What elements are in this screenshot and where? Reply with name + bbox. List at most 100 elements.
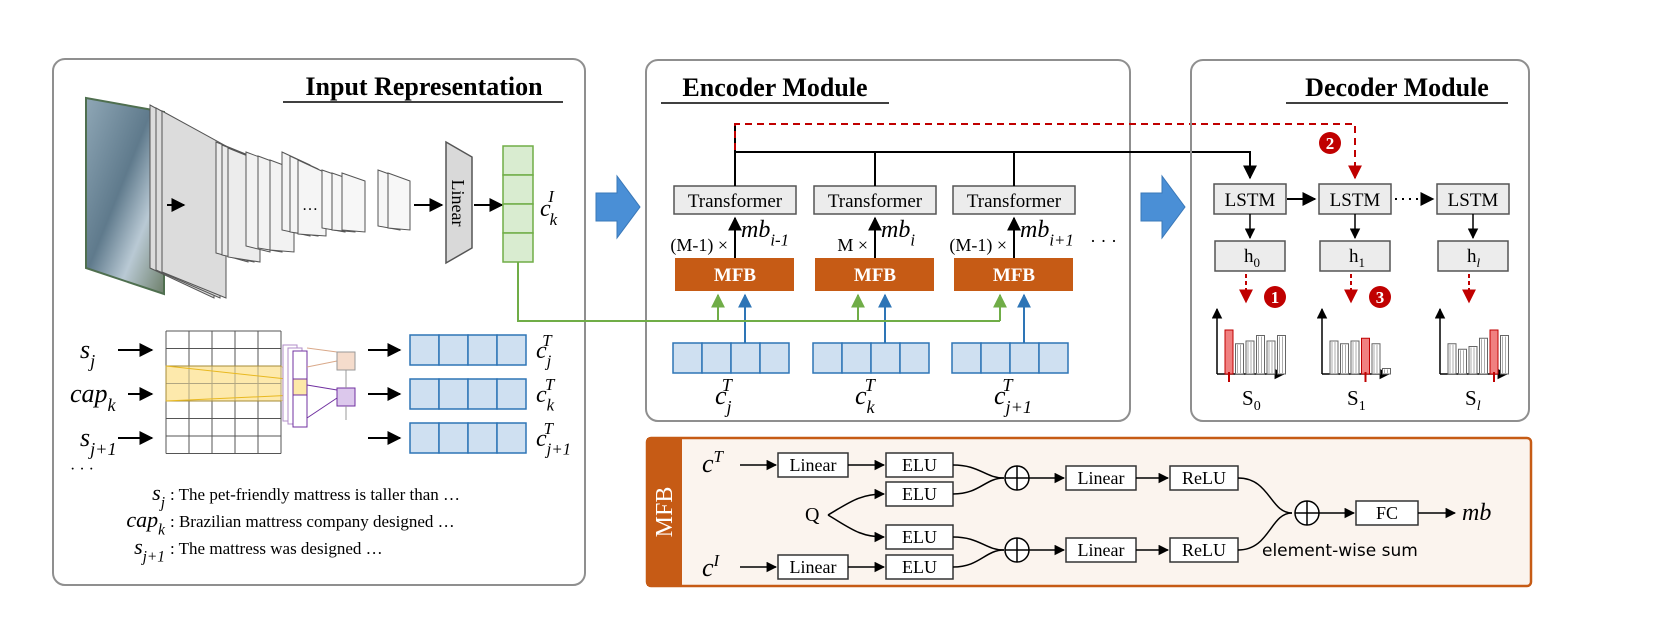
cnn-dots: … xyxy=(302,197,318,214)
probability-bar xyxy=(1458,348,1467,375)
text-feature-vector xyxy=(409,422,527,454)
pool-line xyxy=(306,360,338,368)
mfb-linear-box-label: Linear xyxy=(1078,540,1125,560)
visual-feature-vector: ckI xyxy=(502,145,558,263)
probability-bar xyxy=(1468,346,1478,375)
encoder-input-label-base: c xyxy=(855,381,867,410)
selected-sentence-base: S xyxy=(1242,386,1254,410)
selected-sentence-bar xyxy=(1489,329,1499,375)
decoder-panel-frame xyxy=(1190,59,1530,422)
sentence-label: sj xyxy=(152,480,165,512)
step-badge-2 xyxy=(1319,132,1341,154)
vector-cell xyxy=(759,342,790,374)
encoder-text-vector xyxy=(812,342,930,374)
mfb-cT-label: cT xyxy=(702,447,725,478)
mfb-final-merge xyxy=(1237,512,1293,551)
pool-line xyxy=(306,384,338,391)
row-label-base: s xyxy=(80,335,90,364)
sentence-label-sub: k xyxy=(158,522,166,539)
text-feature-label-base: c xyxy=(536,426,547,452)
probability-bar xyxy=(1277,335,1286,375)
step-badge-label: 1 xyxy=(1271,288,1280,307)
vector-cell xyxy=(1038,342,1069,374)
decoder-panel-title: Decoder Module xyxy=(1305,73,1489,102)
text-cnn xyxy=(165,330,356,454)
text-feature-label-sub: j+1 xyxy=(545,439,571,458)
linear-block-label: Linear xyxy=(448,180,468,227)
vector-cell xyxy=(467,378,498,410)
mfb-fc-box-label: FC xyxy=(1376,503,1398,523)
row-label-sub: k xyxy=(108,395,117,415)
feature-map xyxy=(387,172,411,231)
mfb-final-merge xyxy=(1237,477,1293,514)
feature-map xyxy=(297,159,327,237)
probability-bar xyxy=(1479,337,1488,375)
probability-bar xyxy=(1371,343,1381,375)
vector-cell xyxy=(701,342,732,374)
transformer-label: Transformer xyxy=(967,191,1062,212)
mfb-linear-box-label: Linear xyxy=(1078,468,1125,488)
vector-cell xyxy=(496,422,527,454)
selected-sentence-bar xyxy=(1361,337,1370,375)
row-label-base: cap xyxy=(70,379,108,408)
selected-sentence-label: Sl xyxy=(1465,386,1481,414)
decoder-module-panel: Decoder Module 2 LSTMh01S0LSTMh13S1LSTMh… xyxy=(1190,59,1530,422)
encoder-panel-title: Encoder Module xyxy=(682,73,867,102)
mfb-relu-box-frame xyxy=(1169,465,1239,491)
selected-sentence-label: S1 xyxy=(1347,386,1366,414)
hidden-state-block xyxy=(1437,240,1509,272)
encoder-input-label-sup: T xyxy=(865,375,877,395)
example-sentences: sj: The pet-friendly mattress is taller … xyxy=(126,480,460,566)
mfb-block-label: MFB xyxy=(854,265,897,286)
mfb-elu-box-label: ELU xyxy=(902,557,937,577)
row-label-sub: j+1 xyxy=(88,439,116,459)
transformer-block xyxy=(813,185,937,215)
mfb-linear-box: Linear xyxy=(777,452,849,478)
pool-line xyxy=(306,397,338,419)
encoder-module-panel: Encoder Module Transformer(M-1) ×mbi-1MF… xyxy=(517,59,1131,422)
mfb-relu-box: ReLU xyxy=(1169,537,1239,563)
mfb-elu-box: ELU xyxy=(885,554,954,580)
mfb-elu-box: ELU xyxy=(885,452,954,478)
mfb-merge-curve xyxy=(952,549,1005,568)
row-label: sj xyxy=(80,335,95,371)
mfb-block-label: MFB xyxy=(993,265,1036,286)
hidden-state-label: h0 xyxy=(1244,246,1260,270)
hidden-state-label: h1 xyxy=(1349,246,1365,270)
repeat-multiplier: M × xyxy=(837,235,868,255)
ck-I-label: ckI xyxy=(540,187,558,229)
probability-bar xyxy=(1235,343,1244,375)
mfb-linear-box-label: Linear xyxy=(790,455,837,475)
vector-cell xyxy=(467,422,498,454)
feature-map xyxy=(341,172,366,233)
mfb-cI-label: cI xyxy=(702,551,721,582)
mb-label-sub: i+1 xyxy=(1049,230,1073,249)
text-feature-label-sub: k xyxy=(547,395,555,414)
vector-cell xyxy=(438,422,469,454)
row-label: sj+1 xyxy=(80,423,117,459)
mfb-elu-box-frame xyxy=(885,524,954,550)
conv-map-highlight xyxy=(292,378,308,396)
vector-cell xyxy=(467,334,498,366)
mfb-linear-box-frame xyxy=(777,452,849,478)
transformer-label: Transformer xyxy=(828,191,923,212)
vector-cell xyxy=(409,334,440,366)
lstm-block xyxy=(1213,183,1287,215)
hidden-state-sub: l xyxy=(1477,255,1481,270)
lstm-label: LSTM xyxy=(1330,190,1381,211)
probability-bar xyxy=(1245,340,1255,375)
encoder-input-label-sub: k xyxy=(867,397,876,417)
text-feature-vector xyxy=(409,334,527,366)
probability-bar xyxy=(1350,340,1360,375)
mfb-merge-curve xyxy=(952,477,1005,495)
vector-cell xyxy=(841,342,872,374)
text-feature-label-sup: T xyxy=(545,375,556,394)
encoder-to-decoder-arrow xyxy=(1140,174,1186,240)
encoder-input-label-sup: T xyxy=(1002,375,1014,395)
mfb-q-branch xyxy=(827,514,886,543)
